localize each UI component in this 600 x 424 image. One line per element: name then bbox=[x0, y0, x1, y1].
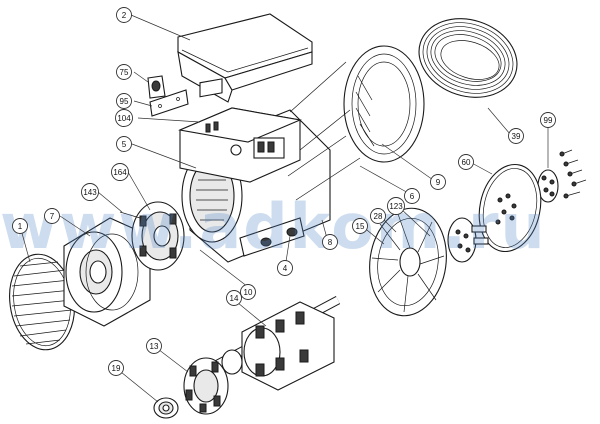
callout-2: 2 bbox=[116, 7, 132, 23]
callout-label: 99 bbox=[544, 116, 553, 125]
callout-label: 39 bbox=[512, 132, 521, 141]
watermark-text: www.adkom.ru bbox=[0, 190, 547, 263]
callout-label: 7 bbox=[50, 212, 55, 221]
callout-label: 4 bbox=[283, 264, 288, 273]
callout-badges: 2 75 95 104 5 164 143 7 1 39 99 60 9 6 123 28 15 8 4 10 14 13… bbox=[12, 7, 556, 376]
callout-99: 99 bbox=[540, 112, 556, 128]
callout-4: 4 bbox=[277, 260, 293, 276]
part-rectifier-hub bbox=[447, 217, 489, 263]
callout-label: 19 bbox=[112, 364, 121, 373]
callout-60: 60 bbox=[458, 154, 474, 170]
callout-label: 13 bbox=[150, 342, 159, 351]
callout-label: 104 bbox=[117, 114, 131, 123]
callout-label: 95 bbox=[120, 97, 129, 106]
part-end-shield bbox=[63, 217, 151, 327]
part-fan bbox=[369, 207, 447, 317]
callout-9: 9 bbox=[430, 174, 446, 190]
part-stator-cage bbox=[287, 45, 425, 201]
callout-label: 5 bbox=[122, 140, 127, 149]
callout-123: 123 bbox=[387, 197, 405, 215]
part-top-cover bbox=[177, 13, 313, 103]
part-exciter-rotor bbox=[183, 357, 229, 415]
callout-5: 5 bbox=[116, 136, 132, 152]
part-bolt-set bbox=[537, 149, 587, 203]
callout-104: 104 bbox=[115, 109, 133, 127]
callout-label: 123 bbox=[389, 202, 403, 211]
part-plate bbox=[149, 89, 189, 117]
callout-label: 9 bbox=[436, 178, 441, 187]
callout-13: 13 bbox=[146, 338, 162, 354]
callout-label: 15 bbox=[356, 222, 365, 231]
callout-15: 15 bbox=[352, 218, 368, 234]
callout-8: 8 bbox=[322, 234, 338, 250]
callout-label: 14 bbox=[230, 294, 239, 303]
part-frame-housing bbox=[178, 78, 331, 263]
part-bearing bbox=[153, 397, 179, 419]
callout-19: 19 bbox=[108, 360, 124, 376]
callout-label: 75 bbox=[120, 68, 129, 77]
callout-28: 28 bbox=[370, 208, 386, 224]
callout-6: 6 bbox=[404, 188, 420, 204]
part-rotor bbox=[211, 296, 341, 391]
callout-label: 6 bbox=[410, 192, 415, 201]
callout-95: 95 bbox=[116, 93, 132, 109]
callout-label: 164 bbox=[113, 168, 127, 177]
callout-1: 1 bbox=[12, 218, 28, 234]
part-bearing-housing bbox=[119, 201, 185, 271]
callout-39: 39 bbox=[508, 128, 524, 144]
callout-label: 28 bbox=[374, 212, 383, 221]
callout-label: 10 bbox=[244, 288, 253, 297]
callout-label: 2 bbox=[122, 11, 127, 20]
callout-7: 7 bbox=[44, 208, 60, 224]
part-exciter-disk bbox=[478, 163, 542, 253]
callout-label: 1 bbox=[18, 222, 23, 231]
callout-10: 10 bbox=[240, 284, 256, 300]
callout-label: 8 bbox=[328, 238, 333, 247]
callout-label: 60 bbox=[462, 158, 471, 167]
callout-label: 143 bbox=[83, 188, 97, 197]
callout-75: 75 bbox=[116, 64, 132, 80]
callout-14: 14 bbox=[226, 290, 242, 306]
callout-143: 143 bbox=[81, 183, 99, 201]
part-bracket bbox=[147, 75, 166, 99]
part-coil-ring bbox=[418, 18, 518, 98]
callout-164: 164 bbox=[111, 163, 129, 181]
